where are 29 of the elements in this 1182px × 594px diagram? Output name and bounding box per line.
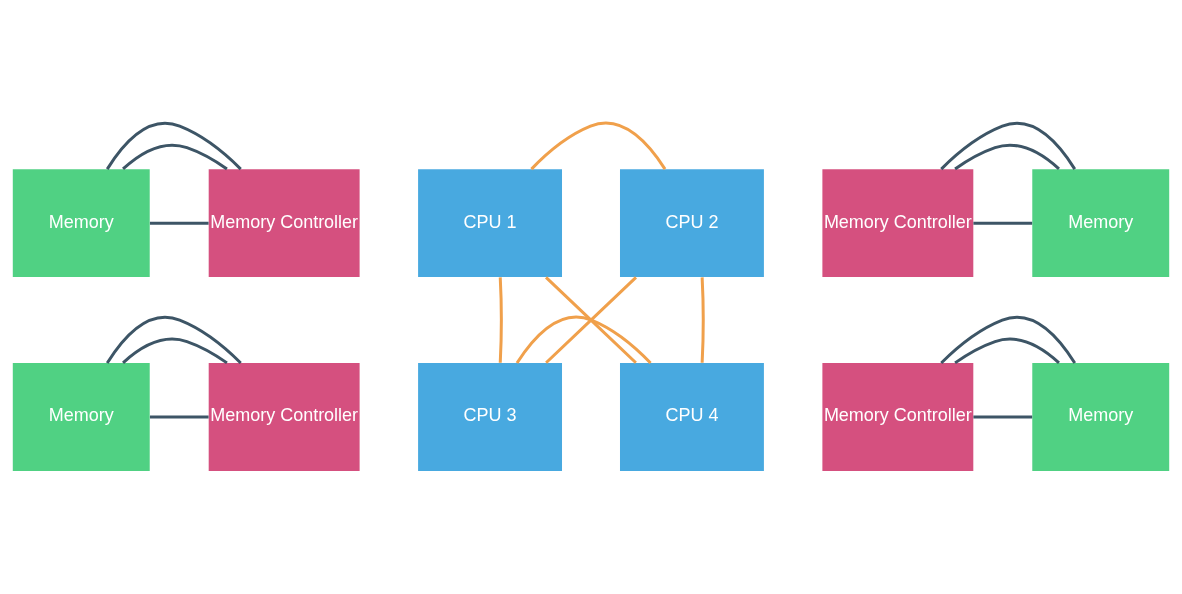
node-box: Memory [1032, 363, 1170, 471]
node-box: CPU 4 [620, 363, 764, 471]
node-box: CPU 3 [418, 363, 562, 471]
connector [149, 415, 209, 419]
node-box: CPU 1 [418, 169, 562, 278]
node-box: CPU 2 [620, 169, 764, 278]
connector [498, 277, 503, 363]
connector [122, 143, 228, 171]
connector [530, 121, 667, 171]
node-box: Memory [1032, 169, 1170, 278]
connector [105, 121, 242, 171]
node-box: Memory [12, 169, 150, 278]
node-box: Memory Controller [208, 363, 360, 471]
connector [973, 415, 1033, 419]
node-box: Memory [12, 363, 150, 471]
connector [149, 221, 209, 225]
connector [700, 277, 705, 363]
connector [954, 337, 1060, 365]
connector [940, 315, 1077, 365]
node-box: Memory Controller [822, 169, 974, 278]
node-box: Memory Controller [208, 169, 360, 278]
connector [105, 315, 242, 365]
connector [940, 121, 1077, 171]
connector [545, 276, 637, 364]
connector [515, 315, 652, 365]
connector [973, 221, 1033, 225]
connector [122, 337, 228, 365]
node-box: Memory Controller [822, 363, 974, 471]
connector [954, 143, 1060, 171]
